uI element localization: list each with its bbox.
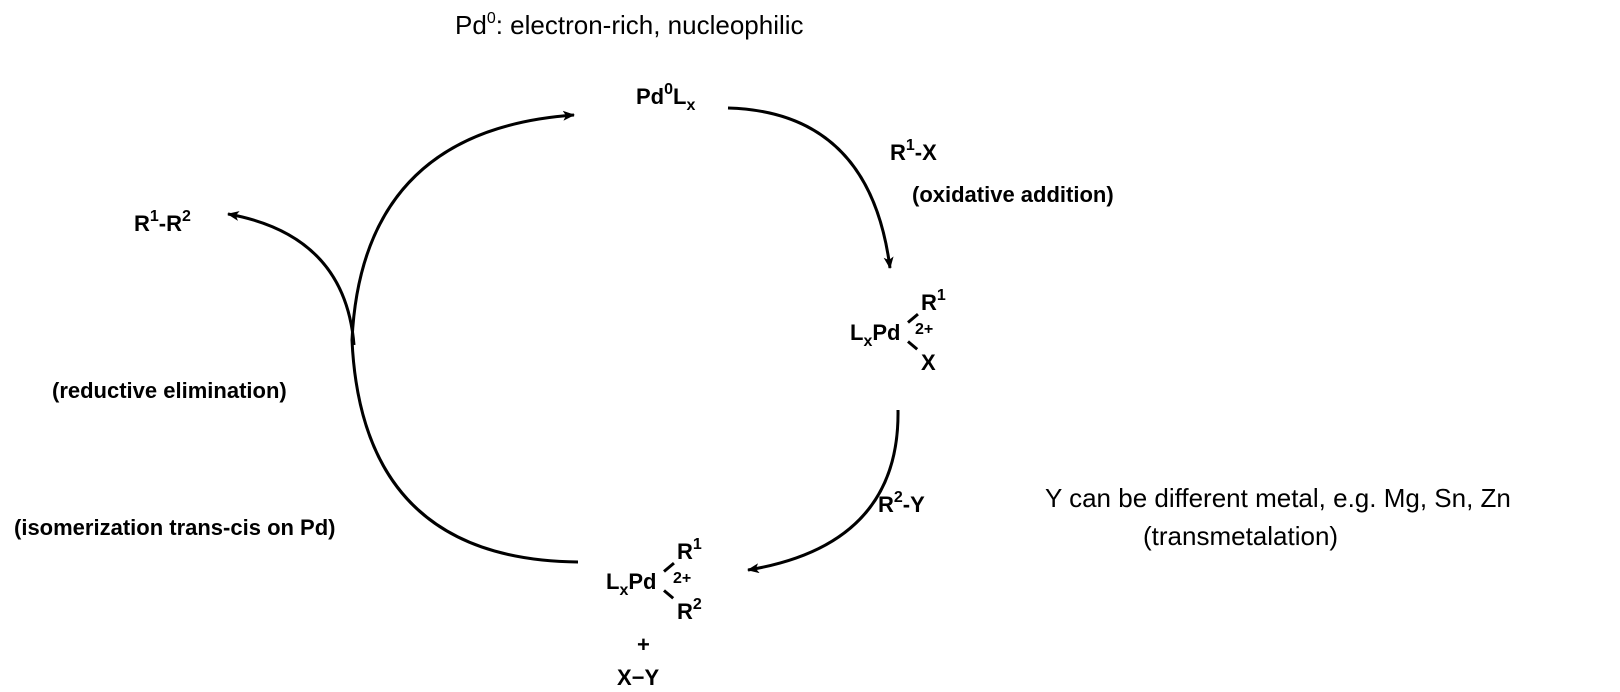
trans-charge: 2+ [673, 570, 692, 587]
trans-top-substituent: R1 [677, 536, 702, 564]
product-r1r2: R1-R2 [134, 208, 191, 236]
oxadd-top-substituent: R1 [921, 287, 946, 315]
arrow-isomerization-to-pd0 [350, 110, 579, 564]
step-transmetalation: (transmetalation) [1143, 521, 1339, 551]
arrow-oxidative-addition [727, 106, 894, 269]
oxadd-metal-center: LxPd [850, 320, 901, 350]
arrow-product-release [227, 211, 356, 346]
transmetalation-note: Y can be different metal, e.g. Mg, Sn, Z… [1045, 483, 1511, 513]
arrow-transmetalation [747, 409, 900, 574]
byproduct-xy: X−Y [617, 665, 660, 690]
step-oxidative-addition: (oxidative addition) [912, 182, 1114, 207]
plus-sign: + [637, 632, 650, 657]
pd0-property-note: Pd0: electron-rich, nucleophilic [455, 10, 804, 40]
oxadd-bottom-substituent: X [921, 350, 936, 375]
step-isomerization: (isomerization trans-cis on Pd) [14, 515, 336, 540]
step-reductive-elimination: (reductive elimination) [52, 378, 287, 403]
reagent-r1x: R1-X [890, 137, 937, 165]
trans-metal-center: LxPd [606, 569, 657, 599]
reagent-r2y: R2-Y [878, 489, 925, 517]
oxadd-charge: 2+ [915, 321, 934, 338]
pd0-catalyst: Pd0Lx [636, 81, 696, 114]
trans-bottom-substituent: R2 [677, 596, 702, 624]
